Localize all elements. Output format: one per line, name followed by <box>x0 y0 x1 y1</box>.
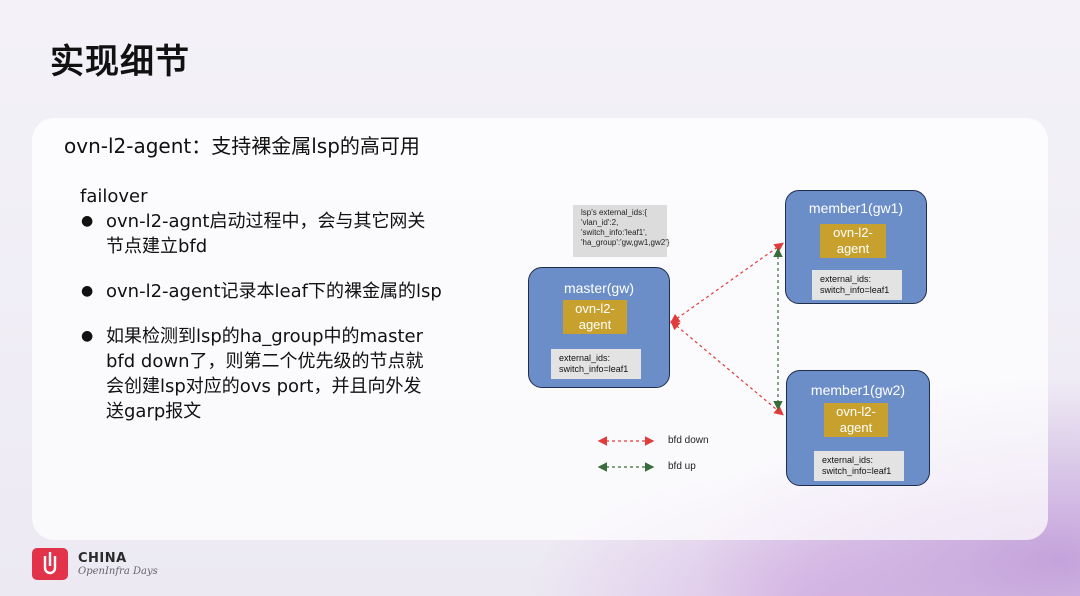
bfd-down-link-master-gw2 <box>670 320 784 416</box>
external-ids-box: external_ids: switch_info=leaf1 <box>812 270 902 300</box>
brand-name: CHINA <box>78 551 127 566</box>
bullet-item: ● 如果检测到lsp的ha_group中的master bfd down了，则第… <box>80 324 500 424</box>
node-title: master(gw) <box>563 280 634 296</box>
bullet-line: 会创建lsp对应的ovs port，并且向外发 <box>106 376 422 397</box>
bullet-line: 如果检测到lsp的ha_group中的master <box>106 326 423 347</box>
lsp-external-ids-note: lsp's external_ids:{ 'vlan_id':2, 'switc… <box>573 205 670 257</box>
bullet-item: ● ovn-l2-agnt启动过程中，会与其它网关 节点建立bfd <box>80 209 500 259</box>
note-line: 'ha_group':'gw,gw1,gw2'} <box>581 238 670 247</box>
ext-line: switch_info=leaf1 <box>822 466 892 476</box>
bullet-line: ovn-l2-agent记录本leaf下的裸金属的lsp <box>106 281 442 302</box>
ext-line: external_ids: <box>559 353 611 363</box>
agent-line: agent <box>578 317 612 332</box>
member-gw1-node: member1(gw1) ovn-l2- agent external_ids:… <box>785 190 927 304</box>
card-title: ovn-l2-agent：支持裸金属lsp的高可用 <box>64 134 420 158</box>
bullet-dot-icon: ● <box>81 283 94 299</box>
bullet-dot-icon: ● <box>81 213 94 229</box>
note-line: 'switch_info:'leaf1', <box>581 228 647 237</box>
brand-subtitle: OpenInfra Days <box>78 566 158 577</box>
bullet-line: 节点建立bfd <box>106 236 208 257</box>
failover-text: failover ● ovn-l2-agnt启动过程中，会与其它网关 节点建立b… <box>80 186 500 444</box>
openinfra-logo-icon <box>32 548 68 580</box>
agent-box: ovn-l2- agent <box>824 403 888 437</box>
ext-line: switch_info=leaf1 <box>820 285 890 295</box>
bullet-line: ovn-l2-agnt启动过程中，会与其它网关 <box>106 211 426 232</box>
agent-box: ovn-l2- agent <box>820 224 886 258</box>
master-node: master(gw) ovn-l2- agent external_ids: s… <box>528 267 670 388</box>
section-label: failover <box>80 186 148 207</box>
bullet-line: bfd down了，则第二个优先级的节点就 <box>106 351 424 372</box>
agent-line: ovn-l2- <box>836 404 876 419</box>
bullet-item: ● ovn-l2-agent记录本leaf下的裸金属的lsp <box>80 279 500 304</box>
legend-bfd-down-label: bfd down <box>668 435 709 446</box>
ext-line: external_ids: <box>820 274 872 284</box>
bullet-line: 送garp报文 <box>106 401 202 422</box>
agent-line: agent <box>836 241 870 256</box>
page-title: 实现细节 <box>50 42 190 82</box>
ext-line: external_ids: <box>822 455 874 465</box>
bullet-dot-icon: ● <box>81 328 94 344</box>
ext-line: switch_info=leaf1 <box>559 364 629 374</box>
legend-bfd-up-label: bfd up <box>668 461 696 472</box>
node-title: member1(gw2) <box>810 382 906 398</box>
node-title: member1(gw1) <box>808 200 904 216</box>
note-line: 'vlan_id':2, <box>581 218 619 227</box>
agent-line: agent <box>839 420 873 435</box>
external-ids-box: external_ids: switch_info=leaf1 <box>814 451 904 481</box>
note-line: lsp's external_ids:{ <box>581 208 648 217</box>
member-gw2-node: member1(gw2) ovn-l2- agent external_ids:… <box>786 370 930 486</box>
agent-line: ovn-l2- <box>575 301 615 316</box>
external-ids-box: external_ids: switch_info=leaf1 <box>551 349 641 379</box>
agent-box: ovn-l2- agent <box>563 300 627 334</box>
bfd-down-link-master-gw1 <box>670 242 784 324</box>
agent-line: ovn-l2- <box>833 225 873 240</box>
